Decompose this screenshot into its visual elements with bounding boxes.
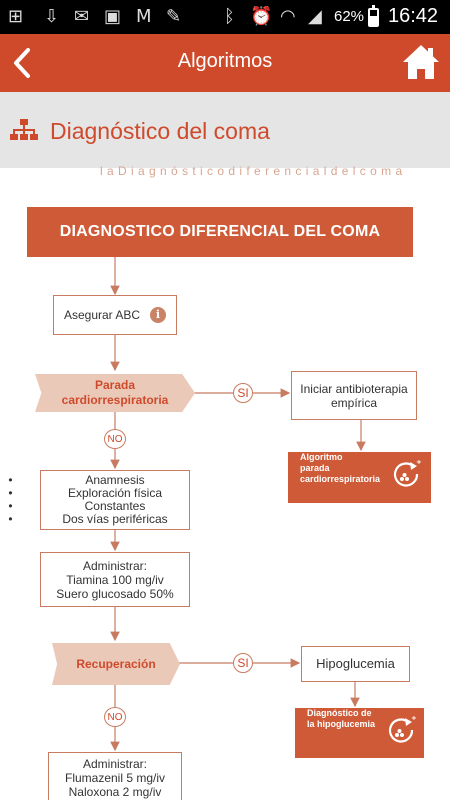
section-header: Diagnóstico del coma [0,92,450,168]
add-notification-icon: ⊞ [8,6,24,27]
sitemap-icon [10,119,38,140]
step-administer-flumazenil: Administrar: Flumazenil 5 mg/iv Naloxona… [48,752,182,800]
decision-cardiac-arrest-line1: Parada [94,378,136,392]
svg-text:+: + [416,460,421,466]
image-icon: ▣ [104,6,122,27]
status-bar: ⊞ ⇩ ✉ ▣ M ✎ ᛒ ⏰ ◠ ◢ 62% 16:42 [0,0,450,34]
flowchart-connectors [110,257,366,752]
card-hypoglycemia-line2: la hipoglucemia [307,719,376,729]
step-hypoglycemia-label: Hipoglucemia [316,656,395,671]
flowchart-title: DIAGNOSTICO DIFERENCIAL DEL COMA [27,207,413,257]
back-button[interactable] [4,38,44,88]
administer-2-line2: Flumazenil 5 mg/iv [64,771,166,785]
card-cardiac-arrest-algorithm[interactable]: Algoritmo parada cardiorrespiratoria + [288,452,431,503]
card-cardiac-arrest-line1: Algoritmo [300,452,343,462]
gmail-icon: M [136,6,152,27]
home-icon [403,45,439,79]
download-done-icon: ⇩ [44,6,60,27]
signal-icon: ◢ [308,6,322,27]
step-secure-abc-label: Asegurar ABC [63,308,141,322]
checklist-item: Exploración física [8,487,167,501]
clock: 16:42 [388,5,439,27]
svg-text:+: + [411,716,416,722]
alarm-icon: ⏰ [250,6,273,27]
cleaner-icon: ✎ [166,6,182,27]
app-bar: Algoritmos [0,34,450,92]
step-antibiotic-line2: empírica [330,395,377,410]
app-title: Algoritmos [177,50,273,72]
checklist-item: Dos vías periféricas [8,513,168,527]
checklist: Anamnesis Exploración física Constantes … [8,474,168,527]
step-secure-abc: Asegurar ABC i [53,295,177,335]
decision-cardiac-arrest: Parada cardiorrespiratoria [35,374,195,412]
administer-2-line1: Administrar: [82,757,147,771]
step-hypoglycemia: Hipoglucemia [301,646,410,682]
chevron-left-icon [14,48,30,78]
step-administer-thiamine: Administrar: Tiamina 100 mg/iv Suero glu… [40,552,190,607]
step-antibiotic: Iniciar antibioterapia empírica [291,371,417,420]
decision-cardiac-arrest-line2: cardiorrespiratoria [61,393,169,407]
section-title: Diagnóstico del coma [50,118,270,144]
checklist-item: Constantes [8,500,167,514]
mail-icon: ✉ [74,6,90,27]
no-label-1: NO [104,429,126,449]
checklist-box: Anamnesis Exploración física Constantes … [8,470,190,530]
decision-recovery-label: Recuperación [76,656,156,671]
decision-recovery: Recuperación [52,643,180,685]
breadcrumb: l a D i a g n ó s t i c o d i f e r e n … [100,164,403,178]
battery-percentage: 62% [334,8,365,25]
administer-1-line2: Tiamina 100 mg/iv [66,572,164,587]
home-button[interactable] [400,42,442,84]
yes-label-2: SI [233,653,253,673]
card-cardiac-arrest-line3: cardiorrespiratoria [300,474,381,484]
battery-icon [368,5,379,27]
bluetooth-icon: ᛒ [224,6,235,27]
info-icon[interactable]: i [150,307,167,323]
algorithm-link-icon: + [393,460,421,487]
no-label-2: NO [104,707,126,727]
card-hypoglycemia-line1: Diagnóstico de [307,708,372,718]
administer-1-line1: Administrar: [82,558,147,573]
administer-2-line3: Naloxona 2 mg/iv [68,785,162,799]
step-antibiotic-line1: Iniciar antibioterapia [300,381,408,396]
wifi-icon: ◠ [280,6,296,27]
administer-1-line3: Suero glucosado 50% [56,586,174,601]
algorithm-link-icon: + [388,716,416,743]
yes-label-1: SI [233,383,253,403]
card-hypoglycemia-diagnosis[interactable]: Diagnóstico de la hipoglucemia + [295,708,424,758]
card-cardiac-arrest-line2: parada [300,463,330,473]
checklist-item: Anamnesis [8,474,167,488]
